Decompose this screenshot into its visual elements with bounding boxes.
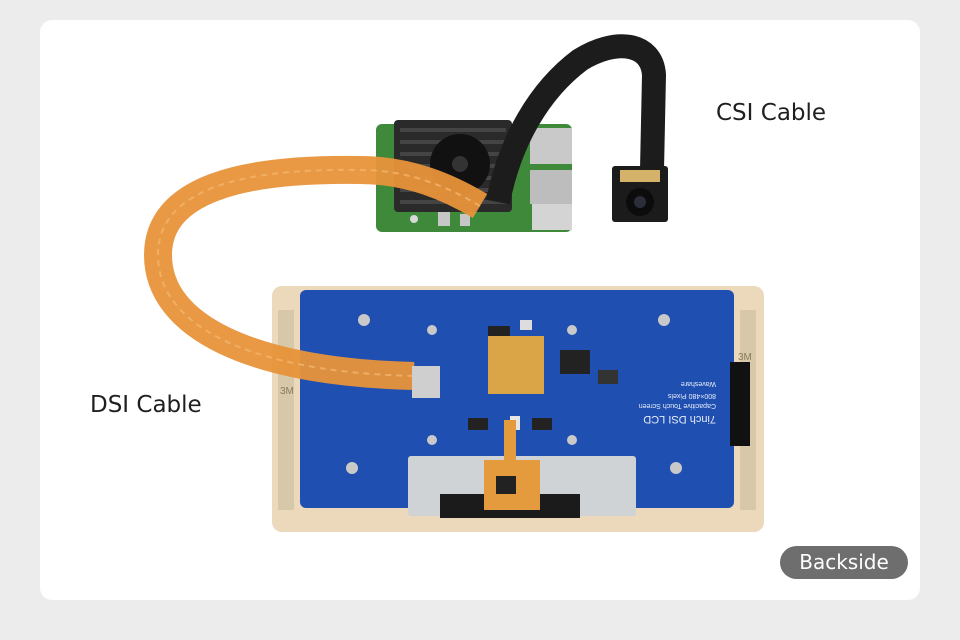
product-image-card: 7inch DSI LCD Capacitive Touch Screen 80… [40, 20, 920, 600]
tape-mark-right: 3M [738, 352, 752, 363]
silk-title: 7inch DSI LCD [643, 413, 716, 425]
csi-cable [486, 34, 667, 205]
tape-mark-left: 3M [280, 386, 294, 397]
silk-resolution: 800×480 Pixels [667, 392, 716, 399]
board-silkscreen: 7inch DSI LCD Capacitive Touch Screen 80… [639, 380, 716, 425]
camera-module [612, 166, 668, 222]
csi-cable-label: CSI Cable [716, 100, 827, 126]
product-illustration: 7inch DSI LCD Capacitive Touch Screen 80… [143, 34, 764, 532]
backside-badge: Backside [780, 546, 908, 579]
silk-subtitle: Capacitive Touch Screen [639, 402, 716, 409]
silk-brand: Waveshare [681, 380, 716, 387]
lcd-display-back: 7inch DSI LCD Capacitive Touch Screen 80… [272, 286, 764, 532]
dsi-cable [143, 155, 488, 398]
dsi-cable-label: DSI Cable [90, 392, 202, 418]
